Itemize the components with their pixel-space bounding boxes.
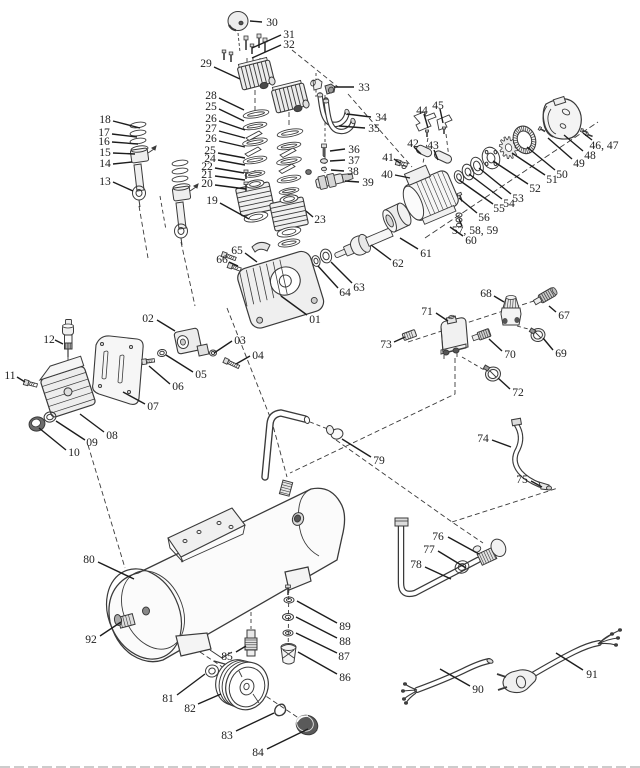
svg-text:11: 11 bbox=[4, 369, 15, 382]
svg-text:80: 80 bbox=[83, 553, 95, 566]
svg-text:13: 13 bbox=[99, 175, 111, 188]
svg-text:17: 17 bbox=[98, 126, 110, 139]
svg-text:26: 26 bbox=[205, 132, 217, 145]
svg-text:09: 09 bbox=[86, 436, 98, 449]
svg-text:02: 02 bbox=[142, 312, 154, 325]
svg-text:90: 90 bbox=[472, 683, 484, 696]
svg-text:41: 41 bbox=[382, 151, 394, 164]
svg-text:43: 43 bbox=[427, 139, 439, 152]
svg-text:25: 25 bbox=[204, 144, 216, 157]
svg-text:36: 36 bbox=[348, 143, 360, 156]
svg-text:72: 72 bbox=[512, 386, 524, 399]
svg-text:88: 88 bbox=[339, 635, 351, 648]
svg-text:32: 32 bbox=[283, 38, 295, 51]
svg-text:20: 20 bbox=[201, 177, 213, 190]
svg-text:03: 03 bbox=[234, 334, 246, 347]
svg-text:10: 10 bbox=[68, 446, 80, 459]
svg-text:52: 52 bbox=[529, 182, 541, 195]
svg-text:22: 22 bbox=[201, 160, 213, 173]
svg-text:37: 37 bbox=[348, 154, 360, 167]
svg-text:92: 92 bbox=[85, 633, 97, 646]
svg-text:30: 30 bbox=[266, 16, 278, 29]
svg-text:56: 56 bbox=[478, 211, 490, 224]
svg-text:29: 29 bbox=[200, 57, 212, 70]
svg-text:05: 05 bbox=[195, 368, 207, 381]
svg-text:85: 85 bbox=[221, 650, 233, 663]
svg-text:27: 27 bbox=[205, 122, 217, 135]
svg-text:38: 38 bbox=[347, 165, 359, 178]
svg-text:55: 55 bbox=[493, 202, 505, 215]
svg-text:76: 76 bbox=[432, 530, 444, 543]
svg-text:54: 54 bbox=[503, 197, 515, 210]
svg-text:67: 67 bbox=[558, 309, 570, 322]
svg-text:60: 60 bbox=[465, 234, 477, 247]
svg-text:78: 78 bbox=[410, 558, 422, 571]
svg-text:71: 71 bbox=[421, 305, 433, 318]
svg-text:65: 65 bbox=[231, 244, 243, 257]
svg-text:63: 63 bbox=[353, 281, 365, 294]
svg-text:40: 40 bbox=[381, 168, 393, 181]
svg-text:82: 82 bbox=[184, 702, 196, 715]
svg-text:51: 51 bbox=[546, 173, 558, 186]
svg-text:86: 86 bbox=[339, 671, 351, 684]
svg-text:45: 45 bbox=[432, 99, 444, 112]
svg-text:26: 26 bbox=[205, 112, 217, 125]
svg-text:50: 50 bbox=[556, 168, 568, 181]
svg-text:49: 49 bbox=[573, 157, 585, 170]
svg-text:24: 24 bbox=[204, 152, 216, 165]
svg-text:46, 47: 46, 47 bbox=[590, 139, 619, 152]
svg-text:62: 62 bbox=[392, 257, 404, 270]
svg-text:75: 75 bbox=[516, 473, 528, 486]
svg-text:31: 31 bbox=[283, 28, 295, 41]
svg-text:35: 35 bbox=[368, 122, 380, 135]
svg-text:79: 79 bbox=[373, 454, 385, 467]
svg-text:34: 34 bbox=[375, 111, 387, 124]
svg-text:84: 84 bbox=[252, 746, 264, 759]
svg-text:39: 39 bbox=[362, 176, 374, 189]
svg-text:66: 66 bbox=[216, 253, 228, 266]
svg-text:53: 53 bbox=[512, 192, 524, 205]
svg-text:19: 19 bbox=[206, 194, 218, 207]
svg-text:07: 07 bbox=[147, 400, 159, 413]
svg-text:18: 18 bbox=[99, 113, 111, 126]
svg-text:33: 33 bbox=[358, 81, 370, 94]
svg-text:42: 42 bbox=[407, 137, 419, 150]
svg-text:89: 89 bbox=[339, 620, 351, 633]
svg-text:74: 74 bbox=[477, 432, 489, 445]
svg-text:81: 81 bbox=[162, 692, 174, 705]
svg-text:44: 44 bbox=[416, 104, 428, 117]
svg-text:04: 04 bbox=[252, 349, 264, 362]
svg-text:48: 48 bbox=[584, 149, 596, 162]
svg-text:83: 83 bbox=[221, 729, 233, 742]
svg-text:73: 73 bbox=[380, 338, 392, 351]
svg-text:87: 87 bbox=[338, 650, 350, 663]
svg-text:01: 01 bbox=[309, 313, 321, 326]
svg-text:64: 64 bbox=[339, 286, 351, 299]
svg-text:25: 25 bbox=[205, 100, 217, 113]
svg-text:12: 12 bbox=[43, 333, 55, 346]
svg-text:14: 14 bbox=[99, 157, 111, 170]
svg-text:15: 15 bbox=[99, 146, 111, 159]
svg-text:70: 70 bbox=[504, 348, 516, 361]
svg-text:21: 21 bbox=[201, 168, 213, 181]
svg-text:77: 77 bbox=[423, 543, 435, 556]
svg-text:69: 69 bbox=[555, 347, 567, 360]
svg-text:06: 06 bbox=[172, 380, 184, 393]
svg-text:08: 08 bbox=[106, 429, 118, 442]
svg-text:23: 23 bbox=[314, 213, 326, 226]
svg-text:16: 16 bbox=[98, 135, 110, 148]
svg-text:68: 68 bbox=[480, 287, 492, 300]
svg-text:28: 28 bbox=[205, 89, 217, 102]
svg-text:57, 58, 59: 57, 58, 59 bbox=[452, 224, 499, 237]
svg-text:61: 61 bbox=[420, 247, 432, 260]
svg-text:91: 91 bbox=[586, 668, 598, 681]
